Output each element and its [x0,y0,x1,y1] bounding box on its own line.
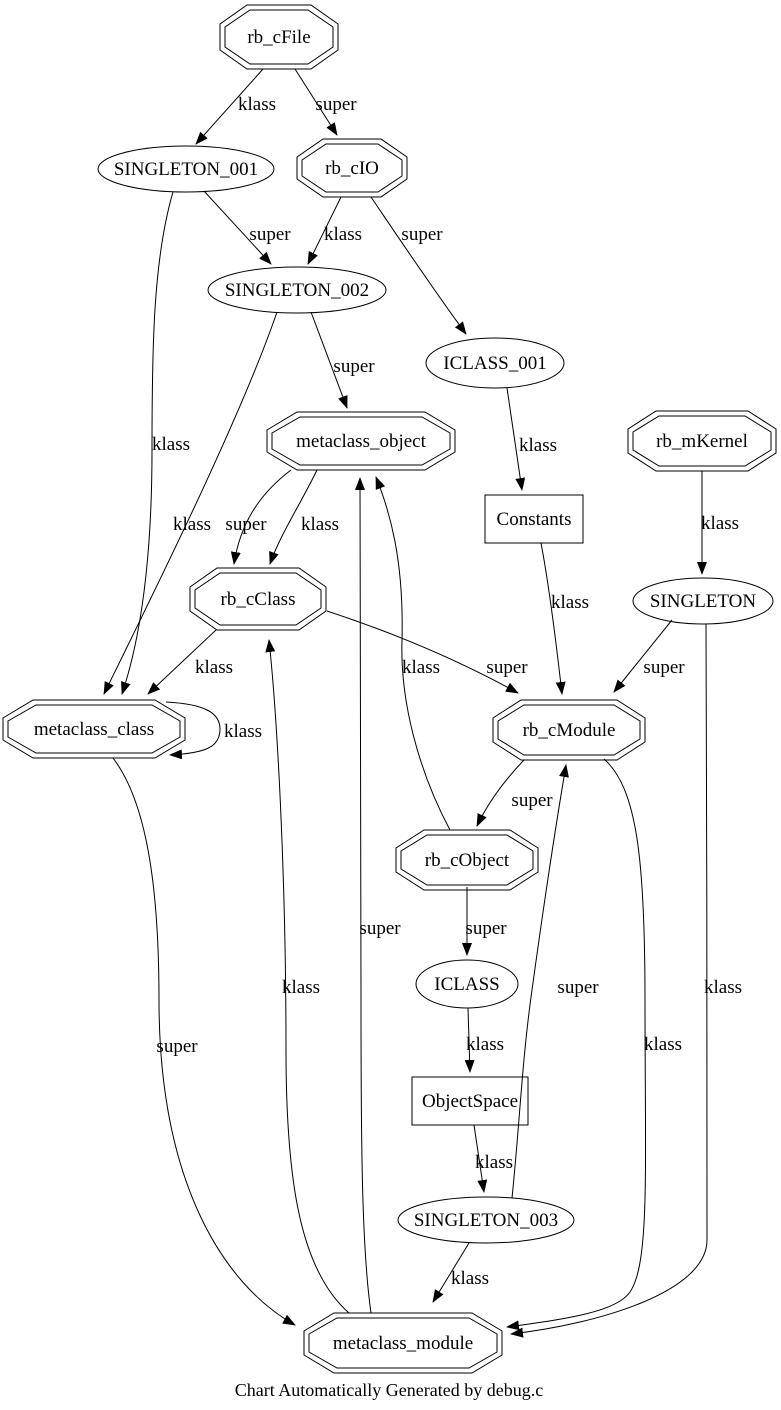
node-label: metaclass_class [34,719,154,740]
node-singleton-003: SINGLETON_003 [397,1196,575,1244]
edge-constants-rb-cmodule [540,542,566,695]
edge-metaclass-object-rb-cclass-super [230,469,292,565]
edge-singleton-rb-cmodule [613,619,673,693]
node-label: ObjectSpace [422,1091,518,1112]
node-label: rb_cObject [425,850,510,871]
edge-label: super [315,94,357,115]
edge-label: klass [238,94,276,115]
edge-label: klass [224,721,262,742]
node-singleton-002: SINGLETON_002 [207,266,387,314]
edge-iclass-objectspace [464,1007,475,1073]
edge-singleton-003-metaclass-module [432,1242,470,1303]
node-singleton-001: SINGLETON_001 [97,145,275,193]
node-constants: Constants [484,494,584,544]
node-singleton: SINGLETON [632,577,774,625]
edge-singleton-003-rb-cmodule [511,764,569,1199]
node-label: SINGLETON_002 [225,280,369,301]
edge-singleton-001-singleton-002 [203,190,272,265]
edge-label: super [156,1036,198,1057]
node-label: metaclass_module [333,1333,473,1354]
node-iclass-001: ICLASS_001 [425,337,565,389]
edge-metaclass-class-self-loop [165,701,221,760]
edge-rb-cio-singleton-002 [307,196,342,265]
node-metaclass-class: metaclass_class [2,699,186,759]
edge-label: super [557,977,599,998]
node-label: rb_cIO [325,158,379,179]
edge-metaclass-class-metaclass-module [112,757,296,1326]
edge-label: klass [173,514,211,535]
edge-metaclass-module-rb-cclass [265,639,350,1314]
node-rb-cobject: rb_cObject [395,829,539,891]
edge-label: super [643,657,685,678]
edge-rb-cobject-metaclass-object [375,476,451,831]
edge-label: klass [475,1152,513,1173]
edge-rb-cmodule-rb-cobject [476,759,525,827]
edge-metaclass-object-rb-cclass-klass [269,469,318,565]
edge-singleton-002-metaclass-class [103,311,278,695]
node-label: SINGLETON_003 [414,1210,558,1231]
edge-rb-cclass-metaclass-class [147,629,217,695]
edge-label: klass [451,1268,489,1289]
node-rb-cfile: rb_cFile [219,4,339,70]
edge-label: klass [152,434,190,455]
edge-rb-cfile-rb-cio [294,68,338,136]
edge-label: klass [701,513,739,534]
node-label: rb_mKernel [656,431,748,452]
node-label: rb_cModule [523,720,616,741]
node-label: rb_cClass [221,589,296,610]
node-objectspace: ObjectSpace [411,1076,529,1126]
edge-label: super [401,224,443,245]
node-iclass: ICLASS [415,959,519,1009]
node-label: SINGLETON_001 [114,159,258,180]
edge-label: klass [519,435,557,456]
edge-label: klass [195,657,233,678]
edge-rb-cmodule-metaclass-module [506,758,647,1331]
edges [103,68,708,1338]
edge-iclass-001-constants [506,387,526,491]
edge-label: klass [324,224,362,245]
edge-label: klass [704,977,742,998]
edge-singleton-002-metaclass-object [310,311,348,409]
edge-rb-cio-iclass-001 [370,196,467,335]
edge-label: super [465,918,507,939]
node-rb-cclass: rb_cClass [189,567,327,631]
edge-label: klass [466,1034,504,1055]
edge-label: klass [282,977,320,998]
node-label: SINGLETON [650,591,757,612]
edge-rb-cclass-rb-cmodule [326,610,519,694]
node-metaclass-module: metaclass_module [303,1312,503,1374]
node-metaclass-object: metaclass_object [266,411,456,471]
edge-rb-cfile-singleton-001 [195,68,264,145]
edge-singleton-001-metaclass-class [121,191,174,695]
edge-label: klass [301,514,339,535]
edge-label: klass [551,592,589,613]
chart-caption: Chart Automatically Generated by debug.c [235,1380,543,1400]
edge-label: super [359,918,401,939]
edge-label: super [486,657,528,678]
edge-label: super [333,356,375,377]
node-label: ICLASS [434,974,499,995]
edge-objectspace-singleton-003 [473,1124,488,1193]
node-label: ICLASS_001 [443,353,546,374]
node-rb-mkernel: rb_mKernel [627,410,777,472]
edge-singleton-metaclass-module [510,623,708,1338]
node-label: metaclass_object [296,431,427,452]
node-rb-cio: rb_cIO [296,138,408,198]
edge-metaclass-module-metaclass-object [355,477,372,1314]
edge-labels: klass super super klass super super klas… [152,94,742,1289]
edge-label: super [249,224,291,245]
node-rb-cmodule: rb_cModule [492,699,646,761]
node-label: rb_cFile [247,27,310,48]
edge-label: klass [402,657,440,678]
edge-label: super [511,790,553,811]
edge-label: klass [644,1034,682,1055]
edge-label: super [225,514,267,535]
node-label: Constants [497,509,572,530]
